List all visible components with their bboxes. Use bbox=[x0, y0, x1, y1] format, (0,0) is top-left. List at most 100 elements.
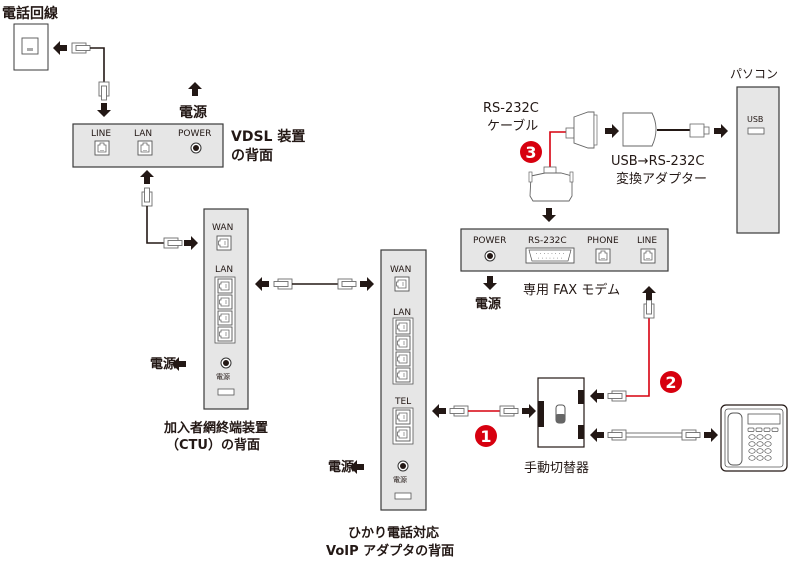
vdsl-power-source-label: 電源 bbox=[179, 104, 207, 121]
ctu-slot bbox=[217, 388, 235, 396]
fax-power-jack bbox=[484, 250, 496, 262]
voip-port-wan-label: WAN bbox=[390, 265, 411, 275]
vdsl-port-lan-label: LAN bbox=[134, 129, 152, 139]
fax-port-power-label: POWER bbox=[473, 236, 506, 246]
voip-caption-line1: ひかり電話対応 bbox=[348, 525, 439, 541]
arrow-to-pc-usb bbox=[714, 124, 728, 138]
fax-phone-port bbox=[595, 248, 611, 264]
plug-vdsl-line bbox=[98, 81, 110, 101]
cable-3-red bbox=[549, 131, 566, 171]
arrow-to-wall-jack bbox=[53, 41, 67, 55]
pc-usb-port-label: USB bbox=[747, 115, 763, 124]
fax-modem-device: POWER RS-232C PHONE LINE · · · · · · · ·… bbox=[460, 228, 669, 272]
plug-ctu-wan bbox=[163, 237, 183, 249]
voip-tel-port-2 bbox=[395, 426, 411, 442]
plug-ctu-lan bbox=[273, 278, 293, 290]
vdsl-power-jack bbox=[190, 142, 202, 154]
voip-lan-block bbox=[392, 317, 414, 385]
vdsl-line-port bbox=[94, 140, 110, 156]
cable-vdsl-ctu bbox=[146, 206, 164, 244]
ctu-power-small-label: 電源 bbox=[216, 372, 230, 381]
phone-line-label: 電話回線 bbox=[2, 5, 58, 22]
arrow-to-vdsl-line bbox=[97, 103, 111, 117]
voip-lan-port-2 bbox=[395, 335, 411, 351]
fax-port-rs232c-label: RS-232C bbox=[528, 236, 567, 246]
rs232c-cable-label-line1: RS-232C bbox=[483, 101, 539, 116]
vdsl-lan-port bbox=[137, 140, 153, 156]
voip-lan-port-1 bbox=[395, 319, 411, 335]
pc-label: パソコン bbox=[730, 67, 778, 81]
ctu-lan-port-4 bbox=[217, 326, 233, 342]
cable-2-red bbox=[626, 316, 650, 397]
arrow-to-fax-rs232c bbox=[542, 208, 556, 222]
plug-fax-line bbox=[643, 299, 655, 319]
voip-lan-port-3 bbox=[395, 351, 411, 367]
arrow-to-voip-tel bbox=[432, 404, 446, 418]
arrow-to-voip-wan bbox=[360, 277, 374, 291]
usb-adapter-label-line2: 変換アダプター bbox=[616, 171, 707, 187]
arrow-to-switcher bbox=[522, 404, 536, 418]
switcher-caption: 手動切替器 bbox=[524, 461, 589, 476]
svg-text:· · · · · · · ·: · · · · · · · · bbox=[536, 251, 565, 258]
plug-vdsl-lan bbox=[141, 187, 153, 207]
vdsl-caption-line2: の背面 bbox=[231, 147, 273, 164]
fax-rs232c-port: · · · · · · · · · · · · · · · bbox=[525, 247, 575, 264]
plug-wall-side bbox=[71, 42, 91, 54]
plug-switcher-top bbox=[607, 390, 627, 402]
ctu-lan-port-1 bbox=[217, 278, 233, 294]
voip-power-source-label: 電源 bbox=[328, 459, 354, 475]
arrow-vdsl-power bbox=[188, 82, 202, 96]
usb-adapter-label-line1: USB→RS-232C bbox=[611, 154, 704, 169]
voip-tel-port-1 bbox=[395, 409, 411, 425]
fax-line-port bbox=[640, 248, 656, 264]
telephone-icon bbox=[720, 404, 788, 472]
voip-lan-port-4 bbox=[395, 367, 411, 383]
vdsl-device: LINE LAN POWER bbox=[72, 123, 224, 168]
arrow-to-switcher-bottom bbox=[590, 428, 604, 442]
switch-toggle[interactable] bbox=[555, 404, 566, 424]
cable-line bbox=[90, 47, 105, 84]
plug-telephone bbox=[681, 429, 701, 441]
fax-port-line-label: LINE bbox=[637, 236, 657, 246]
plug-voip-wan bbox=[337, 278, 357, 290]
usb-rs232c-adapter bbox=[622, 112, 710, 147]
vdsl-port-power-label: POWER bbox=[178, 129, 211, 139]
arrow-to-telephone bbox=[704, 428, 718, 442]
arrow-fax-power bbox=[483, 276, 497, 290]
ctu-port-wan-label: WAN bbox=[212, 223, 233, 233]
voip-slot bbox=[394, 492, 412, 500]
ctu-caption-line1: 加入者網終端装置 bbox=[163, 420, 268, 436]
plug-switcher-bottom bbox=[607, 429, 627, 441]
arrow-to-vdsl-lan bbox=[140, 170, 154, 184]
fax-caption: 専用 FAX モデム bbox=[523, 282, 620, 298]
pc-device: USB bbox=[736, 86, 780, 234]
arrow-to-switcher-top bbox=[590, 389, 604, 403]
ctu-caption-line2: （CTU）の背面 bbox=[166, 437, 260, 453]
svg-text:3: 3 bbox=[525, 143, 536, 162]
arrow-to-fax-line bbox=[642, 286, 656, 300]
voip-power-small-label: 電源 bbox=[393, 475, 407, 484]
ctu-lan-block bbox=[214, 276, 236, 344]
plug-voip-tel bbox=[449, 405, 469, 417]
ctu-wan-port bbox=[216, 235, 232, 251]
manual-switcher bbox=[537, 377, 585, 448]
svg-text:2: 2 bbox=[665, 373, 676, 392]
rs232c-cable-label-line2: ケーブル bbox=[487, 118, 538, 134]
cable-telephone bbox=[625, 432, 683, 438]
fax-port-phone-label: PHONE bbox=[587, 236, 619, 246]
ctu-lan-port-2 bbox=[217, 294, 233, 310]
voip-port-tel-label: TEL bbox=[394, 397, 411, 407]
voip-caption-line2: VoIP アダプタの背面 bbox=[326, 543, 454, 559]
badge-2: 2 bbox=[660, 371, 682, 393]
ctu-lan-port-3 bbox=[217, 310, 233, 326]
db25-connector-bottom bbox=[528, 166, 574, 202]
vdsl-caption-line1: VDSL 装置 bbox=[231, 128, 305, 145]
voip-port-lan-label: LAN bbox=[393, 308, 411, 318]
db25-connector-top bbox=[565, 111, 598, 149]
vdsl-port-line-label: LINE bbox=[91, 129, 111, 139]
ctu-device: WAN LAN 電源 bbox=[203, 208, 249, 410]
voip-power-jack bbox=[397, 460, 409, 472]
ctu-power-jack bbox=[220, 357, 232, 369]
ctu-power-source-label: 電源 bbox=[150, 356, 176, 372]
